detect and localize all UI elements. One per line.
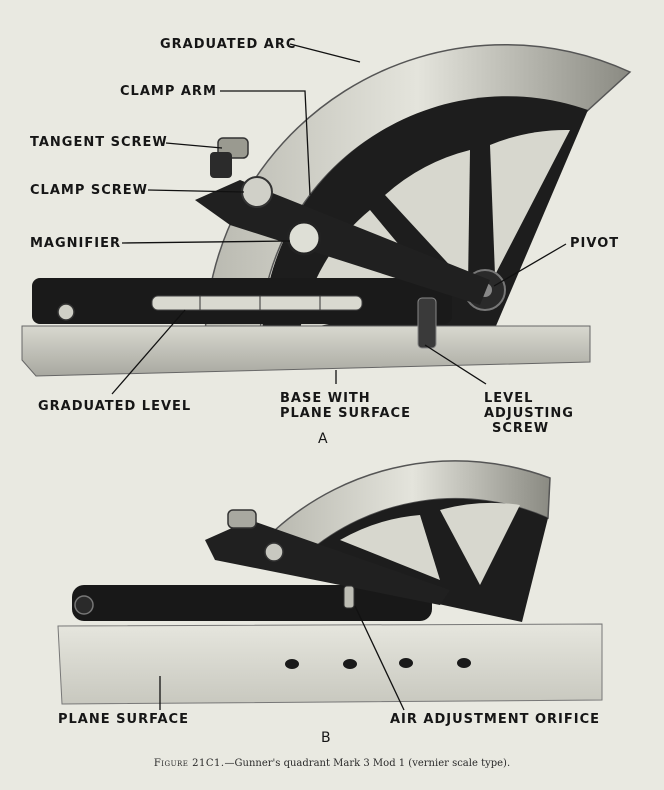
- base-block-b: [57, 623, 603, 705]
- orifice-hole-1: [285, 659, 299, 669]
- sector-window-2: [385, 150, 470, 285]
- air-adjust-screw-b: [343, 585, 355, 609]
- label-level-adj-line1: LEVEL: [484, 391, 534, 406]
- clamp-arm-a: [195, 180, 490, 305]
- label-level-adj-line2: ADJUSTING: [484, 406, 574, 421]
- leader-graduated-level: [111, 309, 186, 395]
- leader-air-adjustment: [354, 605, 405, 711]
- panel-letter-a: A: [318, 431, 328, 447]
- caption-figure-number: Figure 21C1.: [153, 758, 225, 769]
- sector-window-3: [490, 129, 570, 275]
- level-body-b: [72, 585, 432, 621]
- figure-caption: Figure 21C1.—Gunner's quadrant Mark 3 Mo…: [0, 758, 664, 769]
- label-base-line1: BASE WITH: [280, 391, 371, 406]
- magnifier-lens-a: [286, 220, 322, 256]
- label-air-adjustment-orifice: AIR ADJUSTMENT ORIFICE: [390, 712, 601, 727]
- orifice-hole-4: [457, 658, 471, 668]
- sector-window-b2: [440, 502, 520, 585]
- sector-window-b1: [340, 515, 440, 580]
- leader-magnifier: [121, 240, 291, 244]
- label-pivot: PIVOT: [570, 236, 620, 251]
- panel-letter-b: B: [321, 730, 331, 746]
- base-block-a: [21, 325, 591, 377]
- label-clamp-arm: CLAMP ARM: [120, 84, 217, 99]
- tangent-screw-b: [227, 509, 257, 529]
- label-graduated-arc: GRADUATED ARC: [160, 37, 297, 52]
- end-screw-a: [57, 303, 75, 321]
- clamp-screw-b: [264, 542, 284, 562]
- orifice-hole-2: [343, 659, 357, 669]
- caption-text: —Gunner's quadrant Mark 3 Mod 1 (vernier…: [224, 758, 511, 769]
- leader-pivot: [493, 243, 567, 287]
- leader-graduated-arc: [289, 43, 361, 63]
- leader-tangent-screw: [165, 142, 223, 149]
- clamp-screw-knob-a: [241, 176, 273, 208]
- leader-clamp-arm: [220, 90, 311, 196]
- orifice-hole-3: [399, 658, 413, 668]
- label-tangent-screw: TANGENT SCREW: [30, 135, 168, 150]
- label-base-line2: PLANE SURFACE: [280, 406, 411, 421]
- label-level-adj-line3: SCREW: [492, 421, 550, 436]
- leader-level-adjusting: [424, 344, 487, 385]
- level-vial-a: [151, 295, 363, 311]
- label-plane-surface: PLANE SURFACE: [58, 712, 189, 727]
- graduated-arc-a: [204, 43, 632, 341]
- clamp-arm-b: [205, 520, 450, 605]
- label-graduated-level: GRADUATED LEVEL: [38, 399, 192, 414]
- label-magnifier: MAGNIFIER: [30, 236, 121, 251]
- level-adjusting-screw-a: [417, 297, 437, 349]
- label-clamp-screw: CLAMP SCREW: [30, 183, 149, 198]
- leader-clamp-screw: [147, 189, 245, 193]
